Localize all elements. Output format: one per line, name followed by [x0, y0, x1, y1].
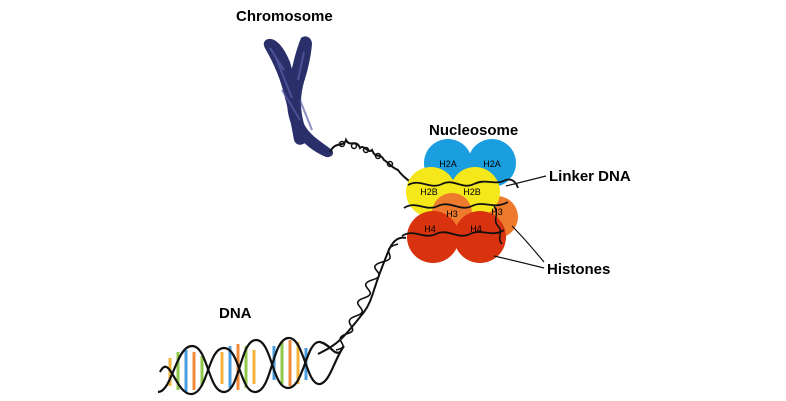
wrapped-dna-bottom	[401, 229, 505, 237]
h2a-label-left: H2A	[439, 159, 457, 169]
h2a-label-right: H2A	[483, 159, 501, 169]
wrapped-dna-right	[493, 205, 503, 245]
histones-label: Histones	[547, 261, 610, 278]
helix-strand-b	[159, 336, 345, 396]
chromosome-shape	[263, 36, 334, 158]
linker-dna-pointer	[505, 175, 547, 187]
linker-dna-label: Linker DNA	[549, 168, 631, 185]
histones-pointer-lower	[493, 255, 545, 269]
linker-dna-strand	[317, 236, 407, 355]
h4-label-left: H4	[424, 224, 436, 234]
dna-label: DNA	[219, 305, 252, 322]
histones-pointer-upper	[511, 225, 545, 263]
h2b-label-left: H2B	[420, 187, 438, 197]
h3-label-right: H3	[491, 207, 503, 217]
chromosome-label: Chromosome	[236, 8, 333, 25]
h4-label-right: H4	[470, 224, 482, 234]
wrapped-dna	[407, 178, 519, 189]
dna-double-helix	[157, 336, 345, 396]
coiled-dna	[335, 243, 399, 351]
h2b-label-right: H2B	[463, 187, 481, 197]
h4-histone-right	[454, 211, 506, 263]
h4-histone-left	[407, 211, 459, 263]
nucleosome-core	[406, 139, 518, 263]
chromatin-fiber	[329, 137, 411, 183]
wrapped-dna-lower	[403, 201, 509, 209]
helix-strand-a	[157, 338, 341, 394]
h3-label-center: H3	[446, 209, 458, 219]
chromatin-beads	[338, 140, 394, 168]
nucleosome-label: Nucleosome	[429, 122, 518, 139]
